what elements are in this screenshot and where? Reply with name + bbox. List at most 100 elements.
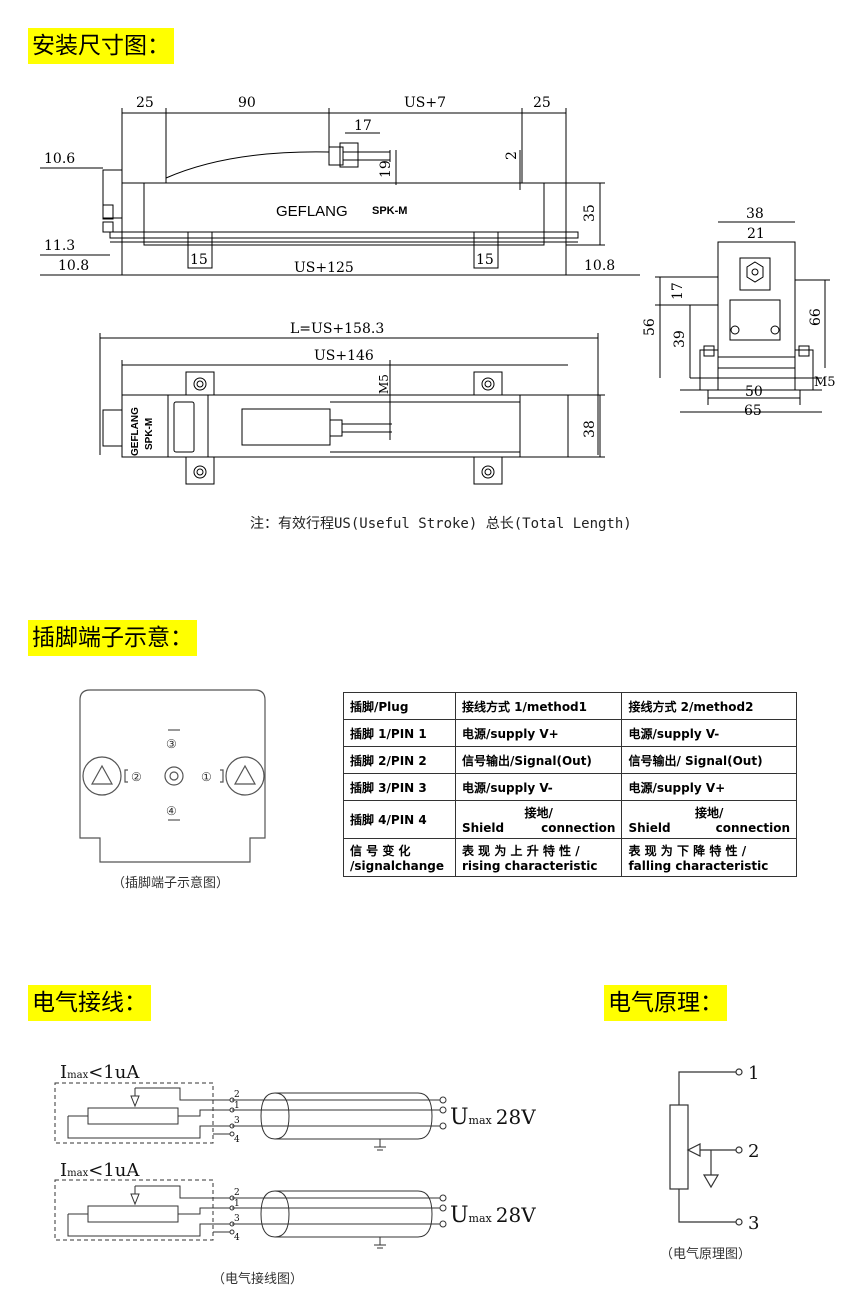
end-dim-39: 39 bbox=[672, 330, 688, 348]
wiring-1-terminal-3: 3 bbox=[234, 1116, 240, 1126]
end-dim-50: 50 bbox=[745, 384, 763, 400]
pin-4-label: ④ bbox=[166, 804, 177, 818]
table-cell: 插脚 1/PIN 1 bbox=[343, 719, 456, 747]
dim-2: 2 bbox=[504, 151, 520, 160]
dim-us-plus-7: US+7 bbox=[404, 95, 446, 111]
end-dim-38: 38 bbox=[746, 206, 764, 222]
table-cell: 信号输出/Signal(Out) bbox=[454, 746, 623, 774]
dim-15-right: 15 bbox=[476, 252, 494, 268]
shield-right-1: connection bbox=[541, 821, 616, 835]
section-heading-pins: 插脚端子示意： bbox=[28, 620, 197, 656]
header-method1: 接线方式 1/method1 bbox=[454, 692, 623, 720]
dim-m5-top: M5 bbox=[377, 374, 391, 394]
side-brand-label: GEFLANG bbox=[130, 407, 141, 456]
dim-10-8-left: 10.8 bbox=[58, 258, 89, 274]
pin-1-label: ① bbox=[201, 770, 212, 784]
principle-diagram bbox=[669, 1068, 743, 1226]
principle-terminal-2: 2 bbox=[748, 1141, 759, 1162]
dim-10-6: 10.6 bbox=[44, 151, 75, 167]
table-cell: 表 现 为 上 升 特 性 / rising characteristic bbox=[454, 838, 623, 877]
wiring-diagram-1 bbox=[54, 1082, 447, 1151]
signal-label-bottom: /signalchange bbox=[350, 859, 445, 873]
dimension-note: 注：有效行程US(Useful Stroke) 总长(Total Length) bbox=[250, 516, 632, 532]
wiring-1-terminal-1: 1 bbox=[234, 1101, 240, 1111]
end-dim-66: 66 bbox=[808, 308, 824, 326]
principle-terminal-3: 3 bbox=[748, 1213, 759, 1234]
table-cell: 电源/supply V+ bbox=[621, 773, 797, 801]
top-view bbox=[99, 333, 605, 485]
pin-3-label: ③ bbox=[166, 737, 177, 751]
wiring-diagram-2 bbox=[54, 1179, 447, 1249]
table-cell: 插脚 2/PIN 2 bbox=[343, 746, 456, 774]
model-label: SPK-M bbox=[372, 205, 407, 217]
wiring-1-terminal-2: 2 bbox=[234, 1090, 240, 1100]
dim-17: 17 bbox=[354, 118, 372, 134]
shield-right-2: connection bbox=[715, 821, 790, 835]
wiring-2-terminal-4: 4 bbox=[234, 1233, 240, 1243]
shield-left-1: Shield bbox=[461, 821, 505, 835]
side-model-label: SPK-M bbox=[144, 418, 155, 450]
table-cell: 电源/supply V- bbox=[454, 773, 623, 801]
falling-top: 表 现 为 下 降 特 性 / bbox=[628, 844, 747, 858]
dim-35: 35 bbox=[582, 204, 598, 222]
wiring-1-terminal-4: 4 bbox=[234, 1135, 240, 1145]
end-dim-21: 21 bbox=[747, 226, 765, 242]
rising-top: 表 现 为 上 升 特 性 / bbox=[461, 844, 580, 858]
section-heading-principle: 电气原理： bbox=[604, 985, 727, 1021]
header-plug: 插脚/Plug bbox=[343, 692, 456, 720]
dim-total-length: L=US+158.3 bbox=[290, 321, 384, 337]
dim-11-3: 11.3 bbox=[44, 238, 75, 254]
brand-label: GEFLANG bbox=[276, 203, 348, 220]
imax-label-1: Imax<1uA bbox=[60, 1062, 140, 1083]
dim-90: 90 bbox=[238, 95, 256, 111]
section-heading-dimensions: 安装尺寸图： bbox=[28, 28, 174, 64]
dim-10-8-right: 10.8 bbox=[584, 258, 615, 274]
end-dim-m5: M5 bbox=[814, 375, 836, 390]
rising-bottom: rising characteristic bbox=[461, 859, 598, 873]
table-cell: 接地/ Shield connection bbox=[454, 800, 623, 839]
signal-label-top: 信 号 变 化 bbox=[350, 844, 411, 858]
end-dim-65: 65 bbox=[744, 403, 762, 419]
table-row: 插脚 3/PIN 3 电源/supply V- 电源/supply V+ bbox=[343, 773, 797, 801]
shield-top-1: 接地/ bbox=[524, 806, 553, 820]
dim-15-left: 15 bbox=[190, 252, 208, 268]
table-cell: 接地/ Shield connection bbox=[621, 800, 797, 839]
end-dim-17: 17 bbox=[670, 282, 686, 300]
wiring-2-terminal-3: 3 bbox=[234, 1214, 240, 1224]
imax-label-2: Imax<1uA bbox=[60, 1160, 140, 1181]
front-view bbox=[40, 108, 640, 276]
dim-us-plus-125: US+125 bbox=[294, 260, 354, 276]
principle-terminal-1: 1 bbox=[748, 1063, 759, 1084]
dim-19: 19 bbox=[378, 160, 394, 178]
dim-25-right: 25 bbox=[533, 95, 551, 111]
table-cell: 信 号 变 化 /signalchange bbox=[343, 838, 456, 877]
table-cell: 电源/supply V+ bbox=[454, 719, 623, 747]
falling-bottom: falling characteristic bbox=[628, 859, 769, 873]
wiring-diagram-caption: （电气接线图） bbox=[212, 1272, 304, 1287]
dim-us-plus-146: US+146 bbox=[314, 348, 374, 364]
dim-38-side: 38 bbox=[582, 420, 598, 438]
pin-2-label: ② bbox=[131, 770, 142, 784]
dim-25-left: 25 bbox=[136, 95, 154, 111]
wiring-2-terminal-2: 2 bbox=[234, 1188, 240, 1198]
table-row: 信 号 变 化 /signalchange 表 现 为 上 升 特 性 / ri… bbox=[343, 838, 797, 877]
table-cell: 表 现 为 下 降 特 性 / falling characteristic bbox=[621, 838, 797, 877]
table-row: 插脚 4/PIN 4 接地/ Shield connection 接地/ Shie… bbox=[343, 800, 797, 839]
header-method2: 接线方式 2/method2 bbox=[621, 692, 797, 720]
pin-table-header: 插脚/Plug 接线方式 1/method1 接线方式 2/method2 bbox=[343, 692, 797, 720]
table-row: 插脚 2/PIN 2 信号输出/Signal(Out) 信号输出/ Signal… bbox=[343, 746, 797, 774]
end-dim-56: 56 bbox=[642, 318, 658, 336]
table-cell: 插脚 4/PIN 4 bbox=[343, 800, 456, 839]
wiring-2-terminal-1: 1 bbox=[234, 1199, 240, 1209]
shield-top-2: 接地/ bbox=[695, 806, 724, 820]
shield-left-2: Shield bbox=[628, 821, 671, 835]
pin-diagram-caption: （插脚端子示意图） bbox=[112, 876, 230, 891]
principle-diagram-caption: （电气原理图） bbox=[660, 1247, 752, 1262]
table-cell: 信号输出/ Signal(Out) bbox=[621, 746, 797, 774]
pin-face-diagram bbox=[79, 689, 266, 863]
section-heading-wiring: 电气接线： bbox=[28, 985, 151, 1021]
table-row: 插脚 1/PIN 1 电源/supply V+ 电源/supply V- bbox=[343, 719, 797, 747]
